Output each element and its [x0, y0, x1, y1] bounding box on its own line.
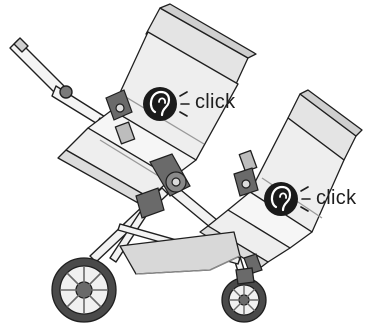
click-label-top: click — [195, 92, 235, 112]
shopping-basket — [120, 232, 240, 274]
click-label-bottom: click — [316, 188, 356, 208]
handlebar — [10, 38, 110, 128]
front-wheel — [222, 268, 266, 322]
rear-wheel — [52, 258, 116, 322]
